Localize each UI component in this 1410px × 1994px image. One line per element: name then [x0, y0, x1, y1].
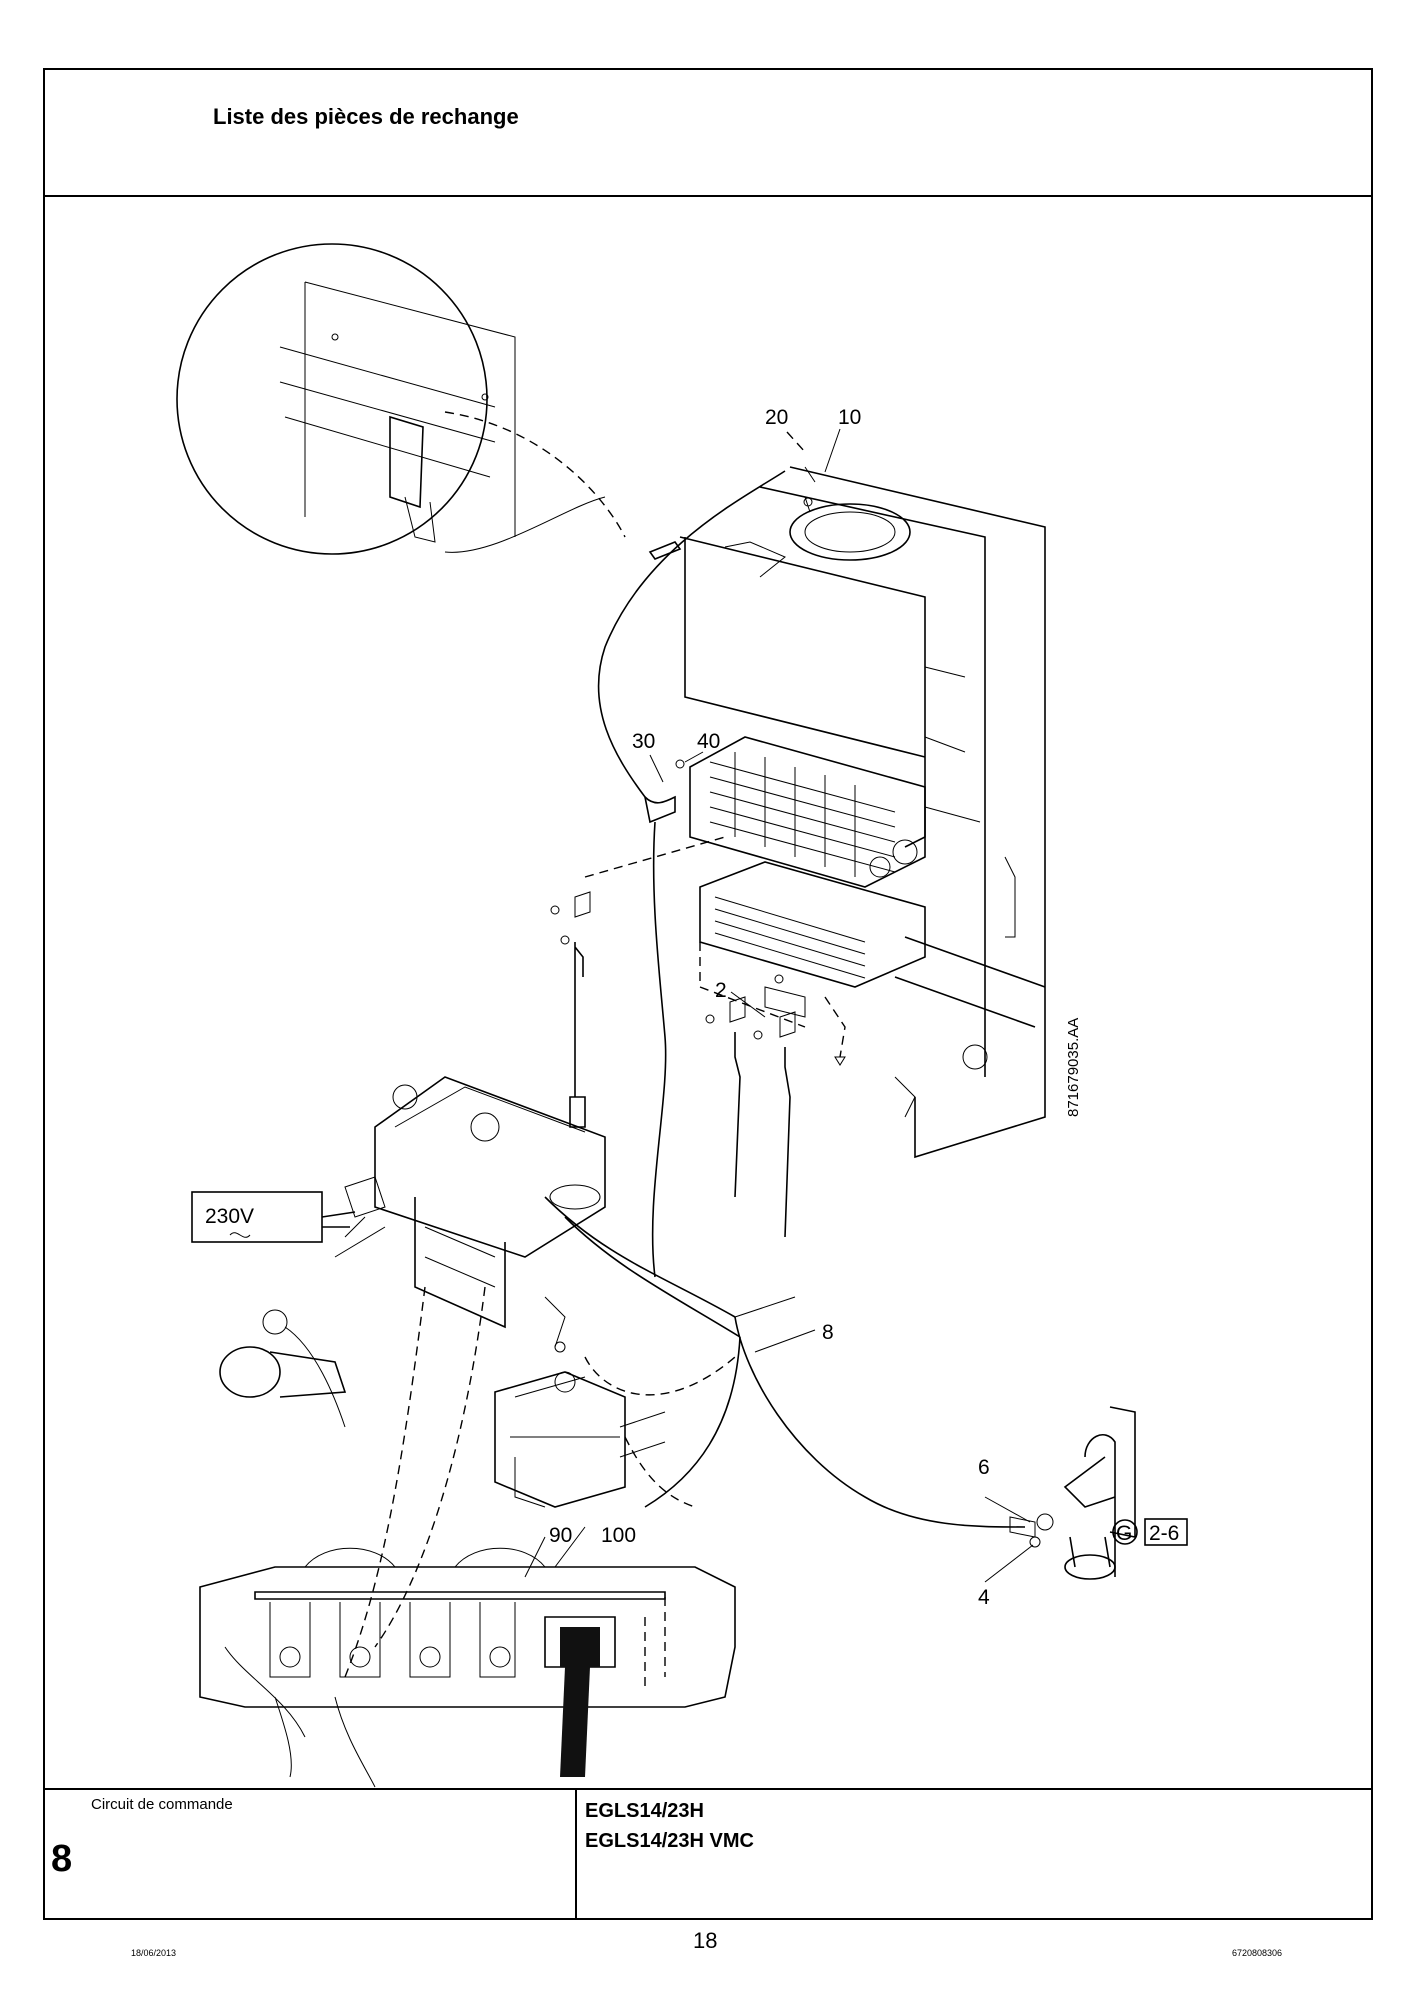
document-code: 6720808306 [1232, 1948, 1283, 1958]
gas-valve [494, 1371, 666, 1508]
callout-40: 40 [697, 730, 720, 753]
exploded-view-drawing: 230V [45, 197, 1371, 1788]
exploded-view-svg: 230V [176, 243, 1188, 1788]
gas-pipe-sensor [984, 1406, 1136, 1583]
callout-30: 30 [632, 730, 655, 753]
voltage-label: 230V [205, 1205, 254, 1228]
callout-10: 10 [838, 406, 861, 429]
print-date: 18/06/2013 [131, 1948, 177, 1958]
callout-20: 20 [765, 406, 788, 429]
model-line-1: EGLS14/23H [585, 1800, 704, 1822]
drawing-code: 871679035.AA [1065, 1018, 1082, 1117]
footer-divider [575, 1790, 577, 1920]
footer-row: Circuit de commande 8 EGLS14/23H EGLS14/… [45, 1788, 1371, 1920]
reference-label: 2-6 [1149, 1522, 1179, 1545]
heat-exchanger [689, 736, 926, 888]
section-number: 8 [51, 1838, 73, 1880]
appliance-body [679, 466, 1046, 1159]
page-number: 18 [693, 1928, 718, 1953]
callout-6: 6 [978, 1456, 990, 1479]
callout-100: 100 [601, 1524, 636, 1547]
detail-magnifier [176, 243, 626, 555]
section-title: Circuit de commande [91, 1796, 233, 1813]
burner [584, 836, 926, 1028]
ignition-cable [597, 466, 816, 1278]
page-title: Liste des pièces de rechange [213, 104, 519, 129]
reference-letter: G [1116, 1522, 1132, 1545]
callout-8: 8 [822, 1321, 834, 1344]
page-frame: Liste des pièces de rechange [43, 68, 1373, 1920]
pump-motor [219, 1309, 347, 1428]
callout-90: 90 [549, 1524, 572, 1547]
voltage-box: 230V [191, 1191, 356, 1243]
control-panel-module [199, 1526, 736, 1788]
callouts: 20 10 30 40 2 8 6 4 90 100 [549, 406, 990, 1609]
cable-harness [344, 1196, 1026, 1678]
callout-4: 4 [978, 1586, 990, 1609]
reference-tag: G 2-6 [1112, 1518, 1188, 1546]
model-line-2: EGLS14/23H VMC [585, 1830, 754, 1852]
electrodes [550, 891, 846, 1238]
control-unit [334, 1076, 606, 1353]
callout-2: 2 [715, 979, 727, 1002]
header-row: Liste des pièces de rechange [45, 70, 1371, 197]
